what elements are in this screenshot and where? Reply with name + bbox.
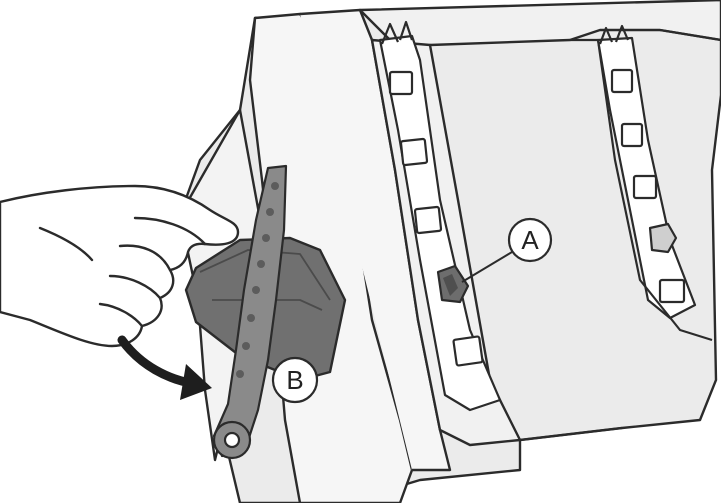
- adjuster-button: [436, 264, 470, 304]
- hand-illustration: [0, 184, 240, 348]
- strap-holes: [236, 182, 279, 378]
- slot-rail-left: [378, 20, 502, 412]
- callout-a: A: [461, 217, 553, 283]
- slot-rail-right: [596, 24, 697, 320]
- pull-arrow-icon: [117, 335, 212, 400]
- callout-a-label: A: [521, 225, 539, 255]
- callout-b-label: B: [286, 365, 303, 395]
- callout-b: B: [271, 356, 319, 404]
- release-strap: [212, 164, 288, 460]
- right-inner-panel: [519, 28, 721, 442]
